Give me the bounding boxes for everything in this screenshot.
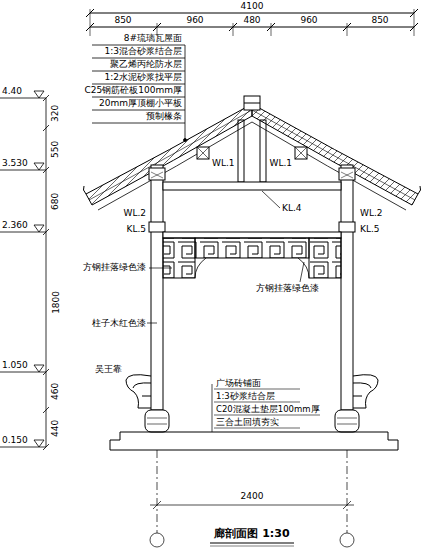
columns xyxy=(149,165,355,410)
dimension-text: 1800 xyxy=(51,291,62,314)
dimension-text: 440 xyxy=(51,419,62,436)
elevation-marks xyxy=(0,91,49,450)
member-tag: WL.1 xyxy=(270,158,293,169)
dimension-text: 850 xyxy=(114,15,131,26)
purlins xyxy=(197,120,307,182)
dimension-text: 680 xyxy=(51,192,62,209)
member-tag: KL.5 xyxy=(360,224,380,235)
drawing-caption: 廊剖面图 1:30 xyxy=(214,527,289,540)
roof-layer-note: 8#琉璃瓦屋面 xyxy=(124,33,182,44)
dimension-text: 2400 xyxy=(241,491,264,502)
platform xyxy=(110,384,398,450)
member-tag: KL.4 xyxy=(282,203,302,214)
part-note: 方钢挂落绿色漆 xyxy=(256,283,319,294)
dimension-text: 960 xyxy=(186,15,203,26)
elevation-text: 4.40 xyxy=(2,86,22,97)
dimension-text: 550 xyxy=(51,140,62,157)
roof-layer-note: 聚乙烯丙纶防水层 xyxy=(110,59,182,70)
elevation-text: 0.150 xyxy=(2,435,28,446)
caption-underline xyxy=(210,542,294,543)
member-tag: WL.1 xyxy=(212,158,235,169)
roof-layer-note: 1:3混合砂浆结合层 xyxy=(105,46,182,57)
dimension-text: 480 xyxy=(243,15,260,26)
roof-layer-note: 20mm厚顶棚小平板 xyxy=(99,98,182,109)
elevation-text: 1.050 xyxy=(2,360,28,371)
lattice-fretwork xyxy=(147,232,341,323)
leader-line xyxy=(262,191,280,208)
axis-lines xyxy=(150,450,354,547)
floor-layer-note: C20混凝土垫层100mm厚 xyxy=(216,404,320,414)
part-note: 吴王靠 xyxy=(95,364,122,375)
floor-layer-note: 三合土回填夯实 xyxy=(216,417,279,427)
member-tag: KL.5 xyxy=(126,224,146,235)
member-tag: WL.2 xyxy=(360,208,383,219)
dimension-text: 960 xyxy=(300,15,317,26)
part-note: 方钢挂落绿色漆 xyxy=(83,262,146,273)
dimension-text: 460 xyxy=(51,382,62,399)
roof-layer-note: 预制椽条 xyxy=(146,111,182,122)
tie-beam xyxy=(163,182,341,190)
member-tag: WL.2 xyxy=(124,208,147,219)
elevation-text: 3.530 xyxy=(2,158,28,169)
elevation-text: 2.360 xyxy=(2,220,28,231)
roof xyxy=(83,96,420,210)
part-note: 柱子木红色漆 xyxy=(92,318,146,329)
dimension-text: 4100 xyxy=(241,1,264,12)
dimension-lines xyxy=(86,9,418,36)
roof-layer-note: C25钢筋砼板100mm厚 xyxy=(85,85,182,96)
bench-backrest xyxy=(126,375,378,408)
floor-layer-note: 广场砖铺面 xyxy=(216,378,261,388)
roof-layer-note: 1:2水泥砂浆找平层 xyxy=(105,72,182,83)
dimension-text: 850 xyxy=(371,15,388,26)
dimension-text: 320 xyxy=(51,104,62,121)
caption-underline xyxy=(210,546,294,547)
floor-layer-note: 1:3砂浆结合层 xyxy=(216,391,275,401)
